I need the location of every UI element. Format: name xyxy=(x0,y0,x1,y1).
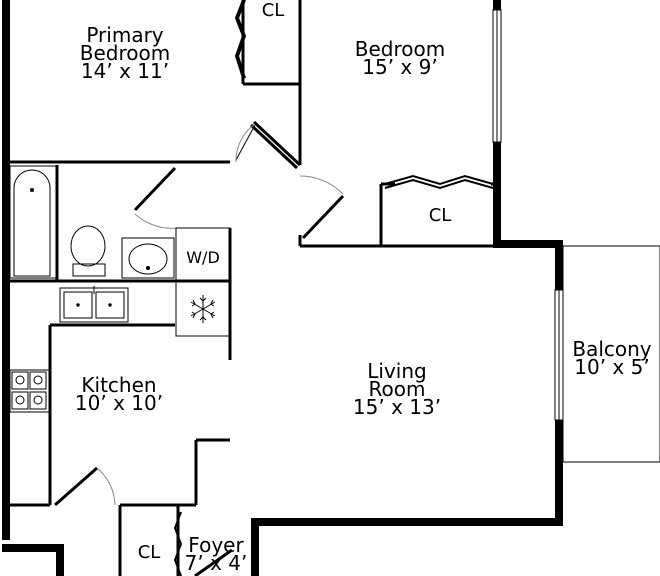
kitchen-size: 10’ x 10’ xyxy=(75,391,163,415)
bedroom-door xyxy=(301,194,345,240)
kitchen-door xyxy=(54,466,98,507)
bath-sink xyxy=(121,237,175,279)
snowflake-icon xyxy=(190,295,216,323)
washer-dryer-label: W/D xyxy=(186,248,220,267)
bath-door xyxy=(235,124,256,161)
bathtub xyxy=(9,165,58,279)
living-room-name-line1: Living xyxy=(367,359,426,383)
bathroom-fixtures xyxy=(9,165,231,283)
windows xyxy=(492,9,564,421)
stove xyxy=(9,369,51,413)
kitchen-fixtures xyxy=(9,281,231,413)
closet-bifold-doors xyxy=(173,0,494,576)
foyer-door xyxy=(194,548,233,576)
room-labels: Primary Bedroom 14’ x 11’ Bedroom 15’ x … xyxy=(75,23,652,575)
bedroom-closet-bifold xyxy=(384,174,494,186)
kitchen-name: Kitchen xyxy=(81,373,156,397)
balcony-outline xyxy=(562,245,660,463)
toilet xyxy=(70,225,106,267)
foyer-closet-label: CL xyxy=(138,542,161,563)
primary-bedroom-name-line2: Bedroom xyxy=(80,41,170,65)
living-room-size: 15’ x 13’ xyxy=(353,395,441,419)
balcony-size: 10’ x 5’ xyxy=(574,355,649,379)
living-room-name-line2: Room xyxy=(369,377,426,401)
foyer-name: Foyer xyxy=(188,533,244,557)
foyer-size: 7’ x 4’ xyxy=(185,551,248,575)
primary-closet-label: CL xyxy=(262,0,285,21)
interior-walls xyxy=(10,0,497,576)
foyer-closet-bifold xyxy=(173,511,183,576)
refrigerator xyxy=(175,281,231,337)
bedroom-name: Bedroom xyxy=(355,37,445,61)
bedroom-closet-label: CL xyxy=(429,205,452,226)
closet-labels: CL CL CL xyxy=(138,0,452,563)
doors xyxy=(54,123,345,576)
primary-bedroom-size: 14’ x 11’ xyxy=(81,59,169,83)
balcony-name: Balcony xyxy=(572,337,651,361)
bedroom-size: 15’ x 9’ xyxy=(362,55,437,79)
primary-closet-bifold xyxy=(236,0,247,79)
primary-bedroom-door xyxy=(133,166,177,212)
primary-bedroom-name-line1: Primary xyxy=(86,23,163,47)
